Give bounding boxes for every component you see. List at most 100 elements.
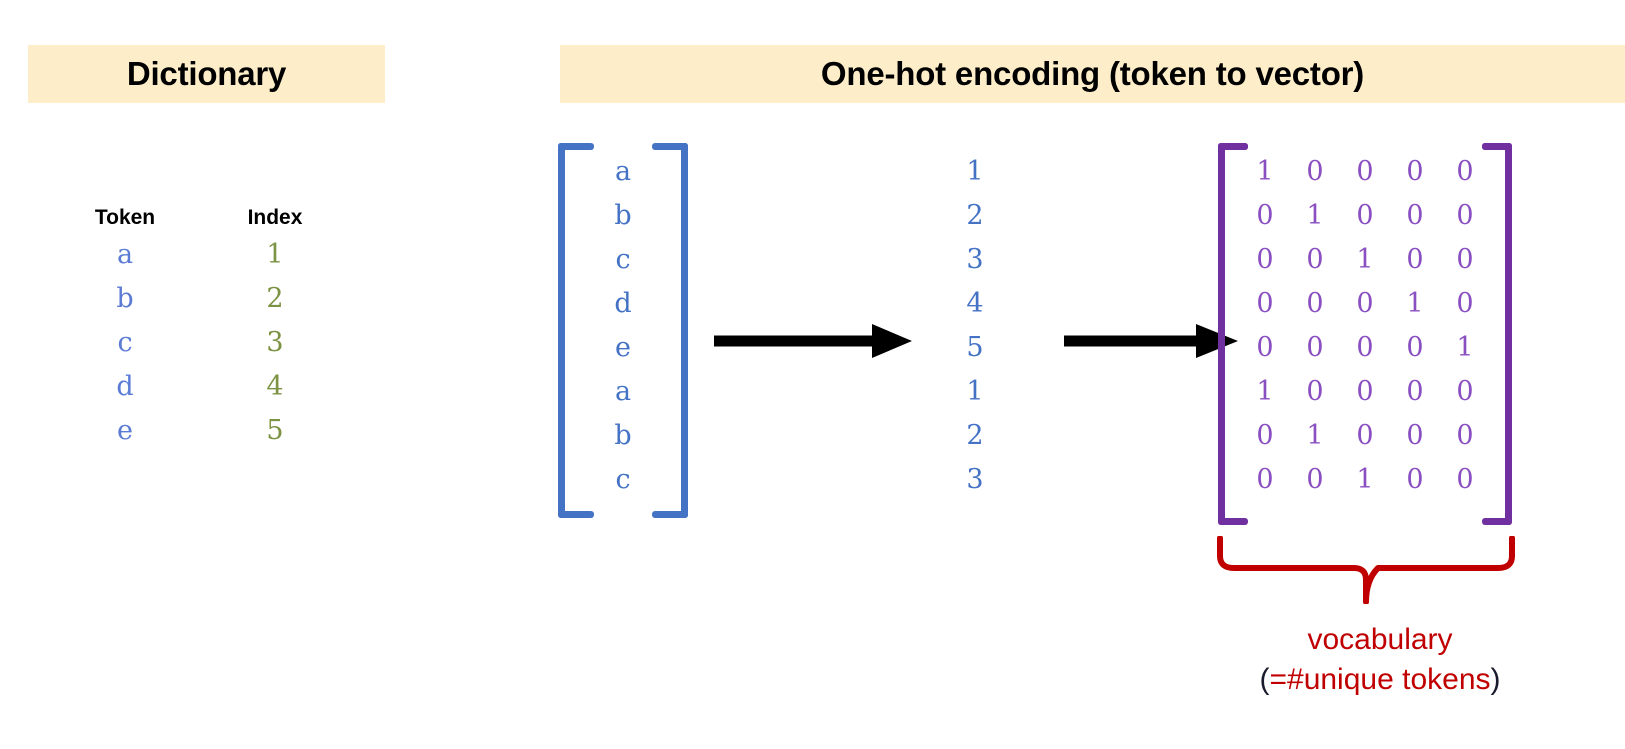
arrow-right-tokens-to-indices-icon: [714, 324, 912, 358]
token-vector-item: a: [614, 376, 632, 407]
onehot-matrix-cell: 1: [1306, 420, 1324, 451]
bracket-left-top-arm: [558, 143, 594, 150]
token-vector-item: c: [615, 244, 631, 275]
onehot-matrix-cell: 1: [1306, 200, 1324, 231]
vocabulary-caption-line2-text: =#unique tokens: [1269, 662, 1491, 696]
onehot-matrix-cell: 0: [1406, 244, 1424, 275]
onehot-matrix-cell: 0: [1406, 156, 1424, 187]
dictionary-index-cell: 5: [266, 415, 284, 446]
dictionary-token-cell: b: [116, 283, 134, 314]
index-vector-item: 3: [966, 464, 984, 495]
token-vector-item: e: [615, 332, 631, 363]
column-header-index: Index: [247, 206, 303, 229]
dictionary-token-cell: c: [117, 327, 133, 358]
onehot-matrix-cell: 0: [1456, 376, 1474, 407]
onehot-matrix-cell: 1: [1356, 464, 1374, 495]
onehot-matrix-cell: 0: [1406, 464, 1424, 495]
matrix-bracket-right-top-arm: [1482, 143, 1512, 150]
bracket-left-bottom-arm: [558, 511, 594, 518]
onehot-matrix-cell: 0: [1256, 244, 1274, 275]
onehot-banner-title: One-hot encoding (token to vector): [820, 55, 1365, 92]
vocabulary-brace-icon: [1217, 536, 1515, 604]
dictionary-header-row: Token Index: [50, 206, 350, 230]
matrix-bracket-left-top-arm: [1218, 143, 1248, 150]
onehot-matrix-cell: 0: [1306, 376, 1324, 407]
onehot-matrix-row: 0 0 1 0 0: [1240, 245, 1490, 289]
onehot-matrix-cell: 1: [1406, 288, 1424, 319]
dictionary-banner: Dictionary: [28, 45, 385, 103]
onehot-matrix-cell: 0: [1406, 376, 1424, 407]
onehot-matrix-cell: 1: [1256, 156, 1274, 187]
token-vector-item: a: [614, 156, 632, 187]
bracket-right-bottom-arm: [652, 511, 688, 518]
token-vector-item: b: [614, 200, 632, 231]
index-vector-item: 1: [966, 156, 984, 187]
vocabulary-caption-line2: (=#unique tokens): [1180, 660, 1580, 700]
vocabulary-caption-line1: vocabulary: [1307, 623, 1453, 656]
onehot-matrix-cell: 0: [1256, 420, 1274, 451]
token-vector-item: c: [615, 464, 631, 495]
vocabulary-paren-open: (: [1259, 662, 1270, 696]
onehot-matrix-cell: 0: [1256, 332, 1274, 363]
onehot-matrix-cell: 0: [1256, 200, 1274, 231]
token-vector-item: b: [614, 420, 632, 451]
dictionary-index-cell: 2: [266, 283, 284, 314]
onehot-matrix-cell: 0: [1356, 376, 1374, 407]
onehot-matrix-cell: 0: [1456, 156, 1474, 187]
dictionary-token-cell: e: [117, 415, 133, 446]
dictionary-index-cell: 3: [266, 327, 284, 358]
onehot-matrix-cell: 0: [1406, 332, 1424, 363]
onehot-matrix-cell: 0: [1306, 244, 1324, 275]
onehot-matrix-cell: 0: [1356, 288, 1374, 319]
vocabulary-caption: vocabulary (=#unique tokens): [1180, 620, 1580, 699]
onehot-matrix-cell: 1: [1456, 332, 1474, 363]
index-vector-item: 2: [966, 200, 984, 231]
onehot-matrix-cell: 0: [1456, 464, 1474, 495]
onehot-matrix-cell: 0: [1306, 332, 1324, 363]
onehot-matrix-row: 1 0 0 0 0: [1240, 157, 1490, 201]
onehot-matrix-cell: 0: [1256, 464, 1274, 495]
bracket-right-top-arm: [652, 143, 688, 150]
index-vector-item: 1: [966, 376, 984, 407]
onehot-matrix-row: 0 0 1 0 0: [1240, 465, 1490, 509]
onehot-matrix-cell: 0: [1456, 420, 1474, 451]
arrow-right-indices-to-onehot-icon: [1064, 324, 1238, 358]
dictionary-token-cell: d: [116, 371, 134, 402]
column-header-token: Token: [94, 206, 156, 229]
onehot-matrix-cell: 0: [1356, 156, 1374, 187]
index-vector-item: 2: [966, 420, 984, 451]
onehot-matrix-cell: 1: [1356, 244, 1374, 275]
vocabulary-paren-close: ): [1490, 662, 1501, 696]
dictionary-index-cell: 1: [266, 239, 284, 270]
onehot-matrix-cell: 0: [1406, 420, 1424, 451]
dictionary-banner-title: Dictionary: [126, 55, 287, 92]
matrix-bracket-right-bottom-arm: [1482, 518, 1512, 525]
index-vector-item: 5: [966, 332, 984, 363]
matrix-bracket-left-bottom-arm: [1218, 518, 1248, 525]
dictionary-index-cell: 4: [266, 371, 284, 402]
onehot-matrix-cell: 0: [1306, 156, 1324, 187]
onehot-matrix-cell: 0: [1306, 288, 1324, 319]
onehot-matrix-cell: 0: [1306, 464, 1324, 495]
token-vector-item: d: [614, 288, 632, 319]
dictionary-token-cell: a: [116, 239, 134, 270]
onehot-matrix-cell: 0: [1356, 332, 1374, 363]
onehot-matrix-cell: 0: [1456, 244, 1474, 275]
onehot-matrix-cell: 0: [1406, 200, 1424, 231]
